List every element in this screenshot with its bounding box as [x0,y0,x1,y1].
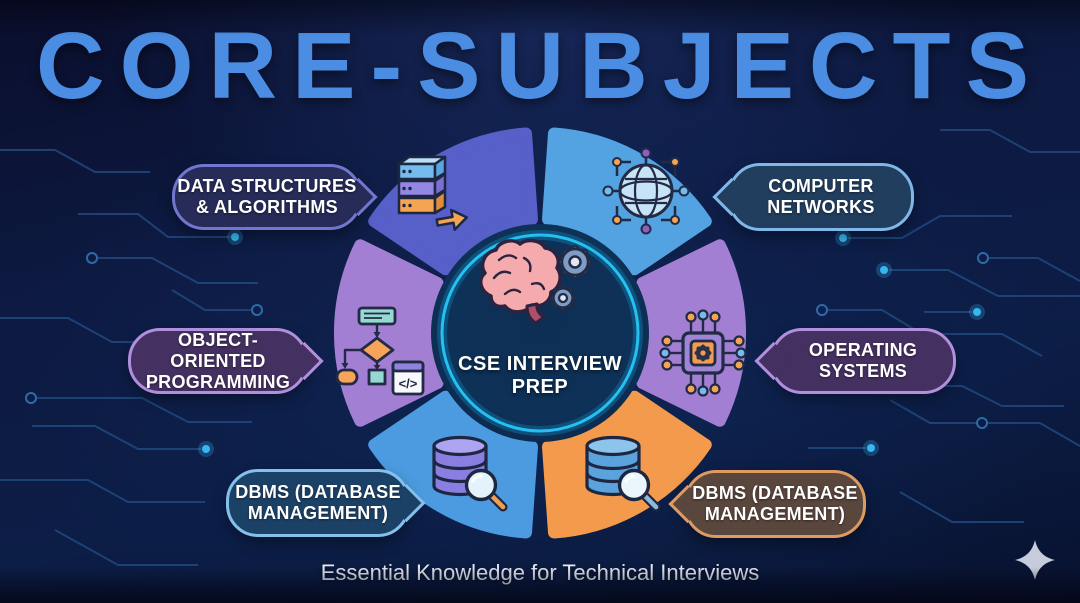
svg-text:</>: </> [399,376,418,391]
label-dbms-right: DBMS (DATABASE MANAGEMENT) [668,470,866,538]
label-dbms-left: DBMS (DATABASE MANAGEMENT) [226,469,426,537]
hub-title-line1: CSE INTERVIEW [458,353,622,375]
label-computer-networks: COMPUTER NETWORKS [712,163,914,231]
label-tail [754,341,793,381]
segment-oop [333,239,444,427]
network-globe-icon [602,147,690,235]
label-object-oriented-programming: OBJECT-ORIENTED PROGRAMMING [128,328,324,394]
hub-title: CSE INTERVIEW PREP [440,353,640,399]
page-title: CORE-SUBJECTS [36,13,1044,119]
caption: Essential Knowledge for Technical Interv… [320,560,760,585]
sparkle-icon [1015,540,1055,580]
label-data-structures-algorithms: DATA STRUCTURES & ALGORITHMS [172,164,378,230]
hub-title-line2: PREP [511,376,569,398]
label-operating-systems: OPERATING SYSTEMS [754,328,956,394]
